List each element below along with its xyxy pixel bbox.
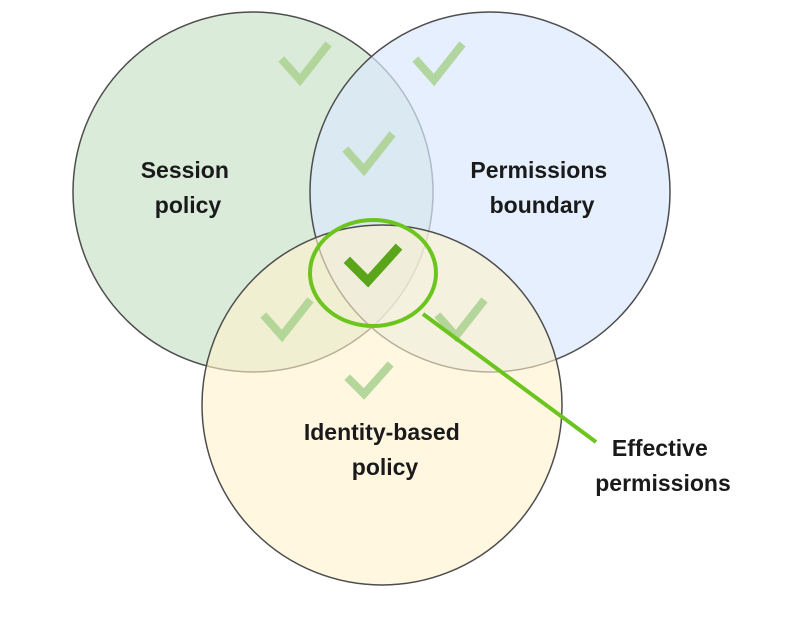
session-policy-label-line1: Session [141, 157, 229, 183]
permissions-boundary-label-line1: Permissions [470, 157, 607, 183]
permissions-boundary-label-line2: boundary [490, 192, 595, 218]
effective-permissions-label: Effective permissions [595, 435, 731, 496]
effective-permissions-label-line2: permissions [595, 470, 731, 496]
effective-permissions-label-line1: Effective [612, 435, 708, 461]
effective-permissions-connector [421, 312, 598, 444]
check-icon [278, 41, 332, 87]
check-icon [260, 297, 314, 343]
check-icon [342, 131, 396, 177]
session-policy-label: Session policy [141, 157, 236, 218]
check-icon [344, 361, 394, 400]
identity-based-policy-label-line2: policy [352, 454, 419, 480]
check-icon [412, 41, 466, 87]
identity-based-policy-label: Identity-based policy [304, 419, 466, 480]
identity-based-policy-label-line1: Identity-based [304, 419, 460, 445]
session-policy-label-line2: policy [155, 192, 222, 218]
permissions-boundary-label: Permissions boundary [470, 157, 613, 218]
effective-permissions-highlight [308, 218, 438, 328]
identity-based-policy-circle [201, 224, 563, 586]
effective-check-icon [343, 243, 403, 288]
